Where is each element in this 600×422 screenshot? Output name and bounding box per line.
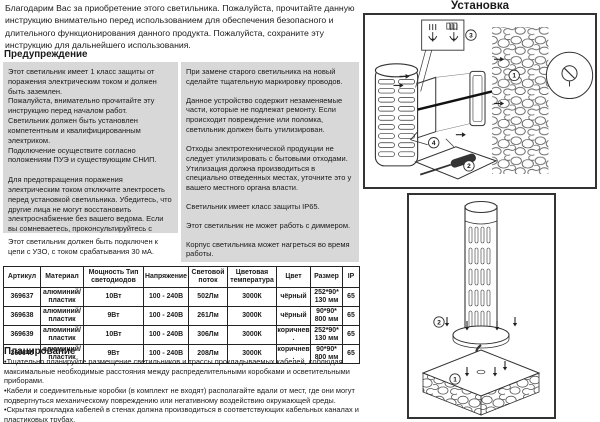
svg-text:2: 2	[467, 163, 471, 170]
callout-1: 1	[449, 373, 461, 385]
wall-mount-diagram-svg: 1 2 3 4	[374, 19, 594, 180]
wiring-detail	[415, 19, 465, 92]
table-cell: коричнев.	[276, 343, 311, 364]
table-cell: алюминий/ пластик	[40, 324, 84, 345]
table-cell: 3000К	[227, 324, 277, 345]
lamp-cylinder	[374, 63, 419, 167]
table-cell: чёрный	[276, 305, 311, 326]
table-cell: 9Вт	[83, 343, 144, 364]
table-cell: алюминий/ пластик	[40, 343, 84, 364]
table-cell: 100 - 240В	[143, 287, 189, 307]
table-cell: 502Лм	[188, 287, 228, 307]
table-cell: чёрный	[276, 287, 311, 307]
warning-paragraph: Отходы электротехнической продукции не с…	[186, 143, 352, 193]
column-header: Артикул	[3, 266, 41, 288]
mounting-pad	[421, 349, 541, 416]
warning-paragraph: Корпус светильника может нагреться во вр…	[186, 239, 350, 259]
rcd-note: Этот светильник должен быть подключен к …	[8, 237, 158, 256]
table-cell: 65	[342, 343, 360, 364]
planning-bullet: •Тщательно планируйте размещение светиль…	[4, 357, 350, 386]
callout-3: 3	[465, 29, 477, 41]
svg-text:2: 2	[437, 319, 441, 326]
column-header: Напряжение	[143, 266, 189, 288]
planning-bullet: •Скрытая прокладка кабелей в стенах долж…	[4, 405, 359, 422]
warning-paragraph: При замене старого светильника на новый …	[186, 67, 343, 86]
column-header: Мощность Тип светодиодов	[83, 266, 144, 288]
warning-paragraph: Этот светильник не может работь с диммер…	[186, 220, 351, 230]
callout-2: 2	[463, 160, 475, 172]
column-header: Световой поток	[188, 266, 228, 288]
table-cell: 369637	[3, 287, 41, 307]
svg-text:1: 1	[453, 376, 457, 383]
warning-paragraph: Данное устройство содержит незаменяемые …	[186, 95, 343, 135]
bollard-diagram: 2 1	[407, 193, 556, 419]
table-cell: коричнев.	[276, 324, 311, 345]
base-plate	[444, 316, 518, 349]
table-cell: 10Вт	[83, 287, 144, 307]
warning-paragraph: Пожалуйста, внимательно прочитайте эту и…	[8, 96, 155, 116]
stone-wall	[492, 27, 549, 174]
table-cell: 9Вт	[83, 305, 144, 326]
table-cell: 3000К	[227, 287, 277, 307]
magnifier-detail	[545, 51, 594, 99]
table-cell: 65	[342, 305, 360, 326]
screwdriver-plate	[414, 138, 498, 180]
column-header: IP	[342, 266, 360, 288]
table-cell: 261Лм	[188, 305, 228, 326]
table-cell: 100 - 240В	[143, 305, 189, 326]
table-cell: 10Вт	[83, 324, 144, 345]
warning-paragraph: Для предотвращения поражения электрическ…	[8, 175, 172, 233]
planning-list: •Тщательно планируйте размещение светиль…	[4, 357, 361, 422]
warning-paragraph: Подключение осуществите согласно положен…	[8, 145, 157, 165]
warning-title: Предупреждение	[4, 49, 88, 60]
wall-plate	[469, 70, 486, 127]
warning-paragraph: Светильник должен быть установлен компет…	[8, 116, 141, 145]
mounting-bracket	[417, 73, 470, 139]
screwdriver-icon	[419, 153, 476, 176]
table-cell: 252*90* 130 мм	[310, 324, 343, 345]
wall-mount-diagram: 1 2 3 4	[363, 13, 597, 189]
callout-2: 2	[433, 316, 445, 328]
bollard-diagram-svg: 2 1	[421, 200, 541, 416]
table-cell: 100 - 240В	[143, 324, 189, 345]
table-cell: 306Лм	[188, 324, 228, 345]
column-header: Цветовая температура	[227, 266, 277, 288]
bollard-lamp	[464, 200, 498, 329]
svg-text:3: 3	[469, 32, 473, 39]
planning-bullet: •Кабели и соединительные коробки (в комп…	[4, 385, 355, 405]
callout-1: 1	[508, 69, 520, 82]
table-cell: алюминий/ пластик	[40, 305, 84, 326]
column-header: Размер	[310, 266, 343, 288]
column-header: Цвет	[276, 266, 311, 288]
table-cell: 65	[342, 287, 360, 307]
table-cell: алюминий/ пластик	[40, 287, 84, 307]
table-cell: 90*90* 800 мм	[310, 305, 343, 326]
warning-paragraph: Светильник имеет класс защиты IP65.	[186, 201, 320, 211]
table-cell: 65	[342, 324, 360, 345]
svg-text:1: 1	[512, 73, 516, 80]
svg-text:4: 4	[432, 140, 436, 147]
intro-paragraph: Благодарим Вас за приобретение этого све…	[5, 3, 355, 51]
column-header: Материал	[40, 266, 84, 288]
warning-left-panel: Этот светильник имеет 1 класс защиты от …	[3, 62, 178, 233]
mounting-rod	[417, 90, 493, 111]
table-cell: 369638	[3, 305, 41, 326]
callout-4: 4	[428, 137, 440, 149]
table-cell: 369639	[3, 324, 41, 345]
warning-paragraph: Этот светильник имеет 1 класс защиты от …	[8, 67, 157, 96]
table-cell: 3000К	[227, 305, 277, 326]
table-cell: 252*90* 130 мм	[310, 287, 343, 307]
planning-title: Планирование	[4, 346, 76, 357]
installation-title: Установка	[450, 0, 510, 12]
table-cell: 100 - 240В	[143, 343, 189, 364]
warning-right-panel: При замене старого светильника на новый …	[181, 62, 359, 262]
